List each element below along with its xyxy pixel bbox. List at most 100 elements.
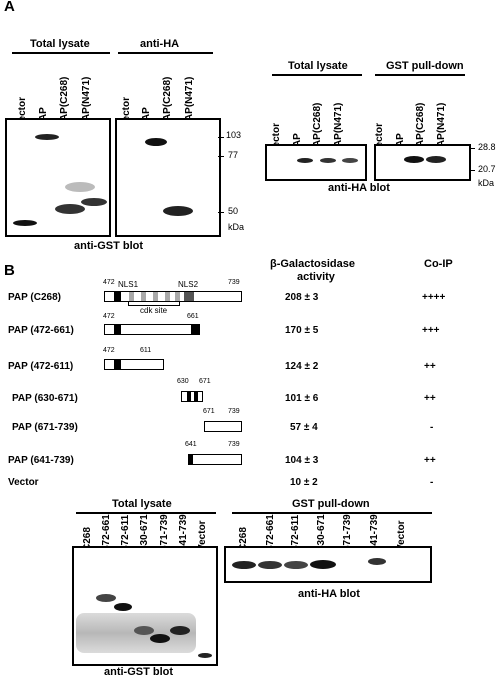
blot2-gst-underline <box>375 74 465 76</box>
blot1-marker-77: 77 <box>228 150 239 160</box>
band <box>368 558 386 565</box>
band <box>145 138 167 146</box>
cdk-block <box>141 292 146 301</box>
band <box>320 158 336 163</box>
construct-name: PAP (630-671) <box>12 393 78 404</box>
blot2-caption: anti-HA blot <box>328 182 390 194</box>
blot2-total-lysate-image <box>265 144 367 181</box>
coip-value: +++ <box>422 325 440 336</box>
nls1-block <box>114 360 121 369</box>
blot3-total-lysate-image <box>72 546 218 666</box>
nls1-block <box>114 292 121 301</box>
coip-value: ++ <box>424 393 436 404</box>
residue-end: 739 <box>228 441 240 448</box>
activity-value: 124 ± 2 <box>285 361 319 372</box>
blot1-total-lysate-header: Total lysate <box>30 38 90 50</box>
cdk-block <box>153 292 158 301</box>
blot1-total-lysate-image <box>5 118 111 237</box>
band <box>13 220 37 226</box>
cdk-site-label: cdk site <box>140 306 168 315</box>
activity-value: 170 ± 5 <box>285 325 319 336</box>
column-activity-header-line2: activity <box>297 271 335 283</box>
blot2-marker-28-8: 28.8 <box>478 142 496 152</box>
blot2-total-lysate-header: Total lysate <box>288 60 348 72</box>
residue-start: 641 <box>185 441 197 448</box>
residue-end: 739 <box>228 279 240 286</box>
band <box>404 156 424 163</box>
marker-tick <box>218 137 224 138</box>
blot2-kda-label: kDa <box>478 178 495 188</box>
residue-end: 739 <box>228 408 240 415</box>
blot3-gst-pulldown-header: GST pull-down <box>292 498 370 510</box>
nls1-label: NLS1 <box>118 280 139 289</box>
band <box>55 204 85 214</box>
coip-value: ++ <box>424 455 436 466</box>
blot3-total-lysate-header: Total lysate <box>112 498 172 510</box>
band <box>81 198 107 206</box>
cdk-block <box>129 292 134 301</box>
residue-start: 472 <box>103 313 115 320</box>
band <box>150 634 170 643</box>
coip-value: ++++ <box>422 292 446 303</box>
marker-tick <box>469 148 475 149</box>
residue-end: 611 <box>140 347 152 354</box>
residue-end: 671 <box>199 378 211 385</box>
residue-start: 671 <box>203 408 215 415</box>
marker-tick <box>469 170 475 171</box>
nls2-block <box>189 455 193 464</box>
blot2-total-underline <box>272 74 362 76</box>
construct-name: PAP (472-611) <box>8 361 74 372</box>
blot3-anti-gst-caption: anti-GST blot <box>104 666 174 678</box>
band <box>310 560 336 569</box>
blot3-anti-ha-caption: anti-HA blot <box>298 588 360 600</box>
construct-name: PAP (C268) <box>8 292 61 303</box>
blot3-gst-pulldown-image <box>224 546 432 583</box>
coip-value: - <box>430 477 434 488</box>
nls2-block <box>194 392 198 401</box>
activity-value: 57 ± 4 <box>290 422 318 433</box>
blot1-ha-underline <box>118 52 213 54</box>
band <box>426 156 446 163</box>
blot2-marker-20-7: 20.7 <box>478 164 496 174</box>
band <box>198 653 212 658</box>
residue-end: 661 <box>187 313 199 320</box>
residue-start: 472 <box>103 347 115 354</box>
blot1-total-underline <box>12 52 110 54</box>
blot1-marker-50: 50 <box>228 206 239 216</box>
blot1-caption: anti-GST blot <box>74 240 144 252</box>
nls1-block <box>114 325 121 334</box>
coip-value: - <box>430 422 434 433</box>
activity-value: 101 ± 6 <box>285 393 319 404</box>
band <box>134 626 154 635</box>
residue-start: 630 <box>177 378 189 385</box>
column-coip-header: Co-IP <box>424 258 453 270</box>
coip-value: ++ <box>424 361 436 372</box>
band <box>96 594 116 602</box>
blot3-gst-underline <box>232 512 432 514</box>
construct-bar <box>181 391 203 402</box>
band <box>258 561 282 569</box>
construct-bar <box>188 454 242 465</box>
band <box>297 158 313 163</box>
activity-value: 208 ± 3 <box>285 292 319 303</box>
cdk-block <box>175 292 180 301</box>
construct-name: PAP (472-661) <box>8 325 74 336</box>
marker-tick <box>218 156 224 157</box>
band <box>342 158 358 163</box>
cdk-bracket <box>128 301 180 306</box>
construct-name: PAP (671-739) <box>12 422 78 433</box>
blot1-anti-ha-header: anti-HA <box>140 38 180 50</box>
marker-tick <box>218 212 224 213</box>
activity-value: 10 ± 2 <box>290 477 318 488</box>
band <box>170 626 190 635</box>
construct-bar <box>104 359 164 370</box>
band <box>65 182 95 192</box>
column-activity-header-line1: β-Galactosidase <box>270 258 355 270</box>
cdk-block <box>165 292 170 301</box>
nls2-block <box>191 325 199 334</box>
nls2-label: NLS2 <box>178 280 199 289</box>
nls2-block <box>184 292 194 301</box>
residue-start: 472 <box>103 279 115 286</box>
panel-b-letter: B <box>4 262 15 279</box>
construct-bar <box>104 324 200 335</box>
